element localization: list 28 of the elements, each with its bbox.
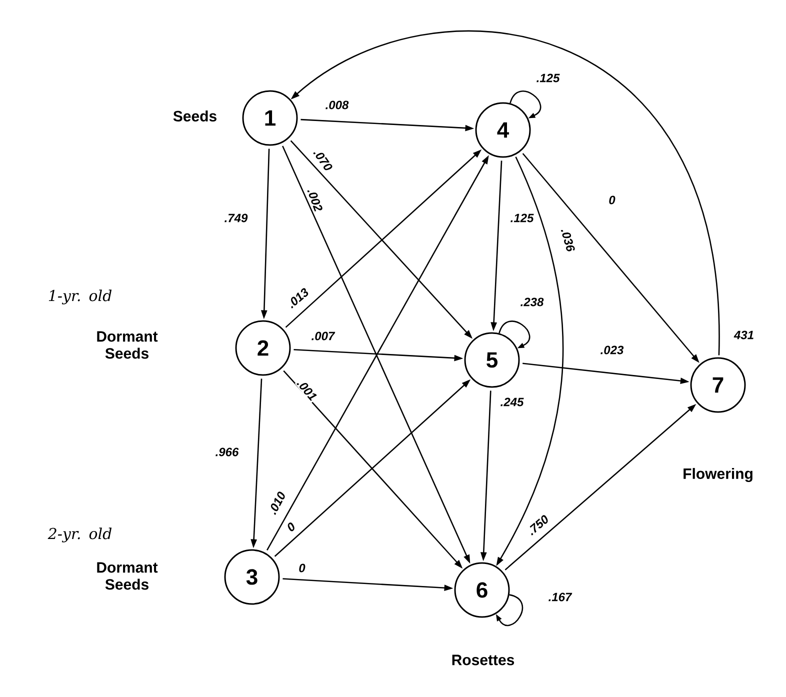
edge-label: .010 xyxy=(266,489,288,517)
edge-label: 0 xyxy=(608,194,616,206)
edge-label: .749 xyxy=(223,212,249,224)
stage-label: Flowering xyxy=(684,468,752,482)
edge-label: 0 xyxy=(284,520,298,534)
edge-label: .167 xyxy=(547,592,573,602)
edge-label: .001 xyxy=(294,376,320,404)
edge-label: 0 xyxy=(298,562,306,574)
stage-label: Rosettes xyxy=(452,654,514,666)
edge-label: .008 xyxy=(324,100,350,110)
stage-label: Seeds xyxy=(173,110,216,122)
handwritten-note: 2-yr. old xyxy=(48,528,112,542)
arrow xyxy=(498,320,530,348)
edge-label: .070 xyxy=(311,146,335,174)
edge-label: .007 xyxy=(310,330,336,342)
edge-label: .036 xyxy=(559,226,577,254)
stage-label: Dormant Seeds xyxy=(97,331,158,359)
edge-label: .966 xyxy=(214,446,240,458)
edge-label: .125 xyxy=(535,72,561,84)
arrow xyxy=(510,90,542,118)
edge-label: .125 xyxy=(509,212,535,224)
edge-label: .238 xyxy=(519,296,545,308)
edge-label: .245 xyxy=(499,396,525,408)
edge-label: 431 xyxy=(733,330,756,340)
handwritten-note: 1-yr. old xyxy=(48,290,112,304)
edge-label: .023 xyxy=(599,344,625,356)
stage-label: Dormant Seeds xyxy=(97,562,158,590)
edge-label: .002 xyxy=(306,186,324,214)
